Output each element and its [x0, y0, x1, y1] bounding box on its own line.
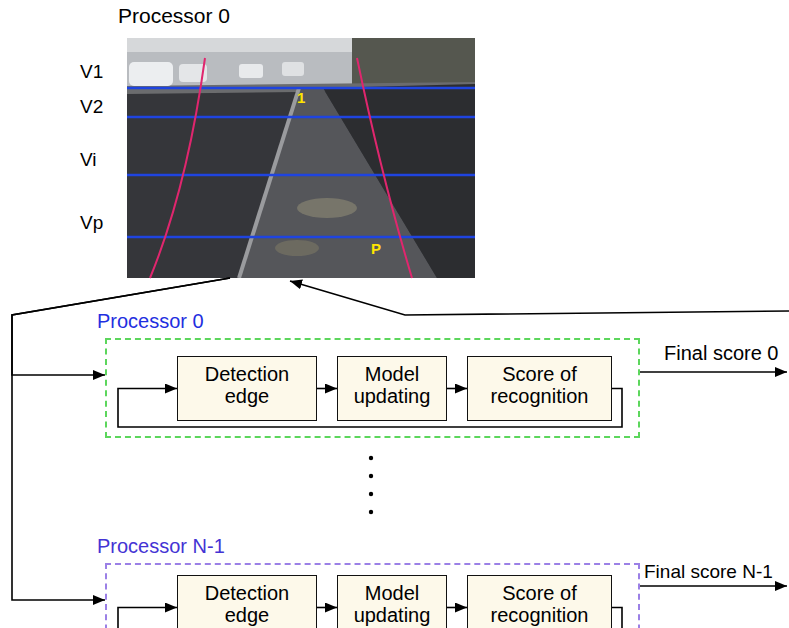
process-box: Model updating: [337, 356, 447, 421]
lane-curves: [150, 58, 412, 278]
heading-text: Processor 0: [97, 310, 204, 333]
box-text: Score of recognition: [474, 363, 605, 407]
process-box: Model updating: [337, 575, 447, 628]
ellipsis-dots: [369, 456, 373, 514]
box-text: Model updating: [344, 363, 440, 407]
flow-arrow: [317, 388, 337, 390]
row-label: V2: [80, 97, 103, 116]
output-label: Final score N-1: [644, 562, 773, 581]
process-box: Score of recognition: [467, 575, 612, 628]
flow-arrow: [447, 607, 467, 609]
road-image: Processor 0: [127, 38, 475, 278]
flow-arrow: [447, 388, 467, 390]
row-label: V1: [80, 62, 103, 81]
flow-arrow: [317, 607, 337, 609]
processor-group: Processor N-1Detection edgeModel updatin…: [105, 563, 640, 628]
process-box: Detection edge: [177, 575, 317, 628]
heading-text: Processor N-1: [97, 535, 225, 558]
box-text: Detection edge: [184, 363, 310, 407]
scan-lines: [127, 88, 475, 237]
box-text: Detection edge: [184, 582, 310, 626]
flow-arrow: [12, 278, 230, 600]
process-box: Detection edge: [177, 356, 317, 421]
point-label: 1: [297, 90, 305, 105]
output-label: Final score 0: [664, 343, 779, 363]
processor-group: Processor 0Detection edgeModel updatingS…: [105, 338, 640, 438]
point-label: P: [371, 241, 381, 256]
box-text: Model updating: [344, 582, 440, 626]
heading-text: Processor 0: [118, 4, 230, 28]
process-box: Score of recognition: [467, 356, 612, 421]
output-arrow: [640, 585, 787, 587]
feedback-arrow: [290, 281, 789, 315]
road-photo: [127, 38, 475, 278]
output-arrow: [640, 371, 787, 373]
row-label: Vi: [80, 150, 97, 169]
box-text: Score of recognition: [474, 582, 605, 626]
row-label: Vp: [80, 213, 103, 232]
